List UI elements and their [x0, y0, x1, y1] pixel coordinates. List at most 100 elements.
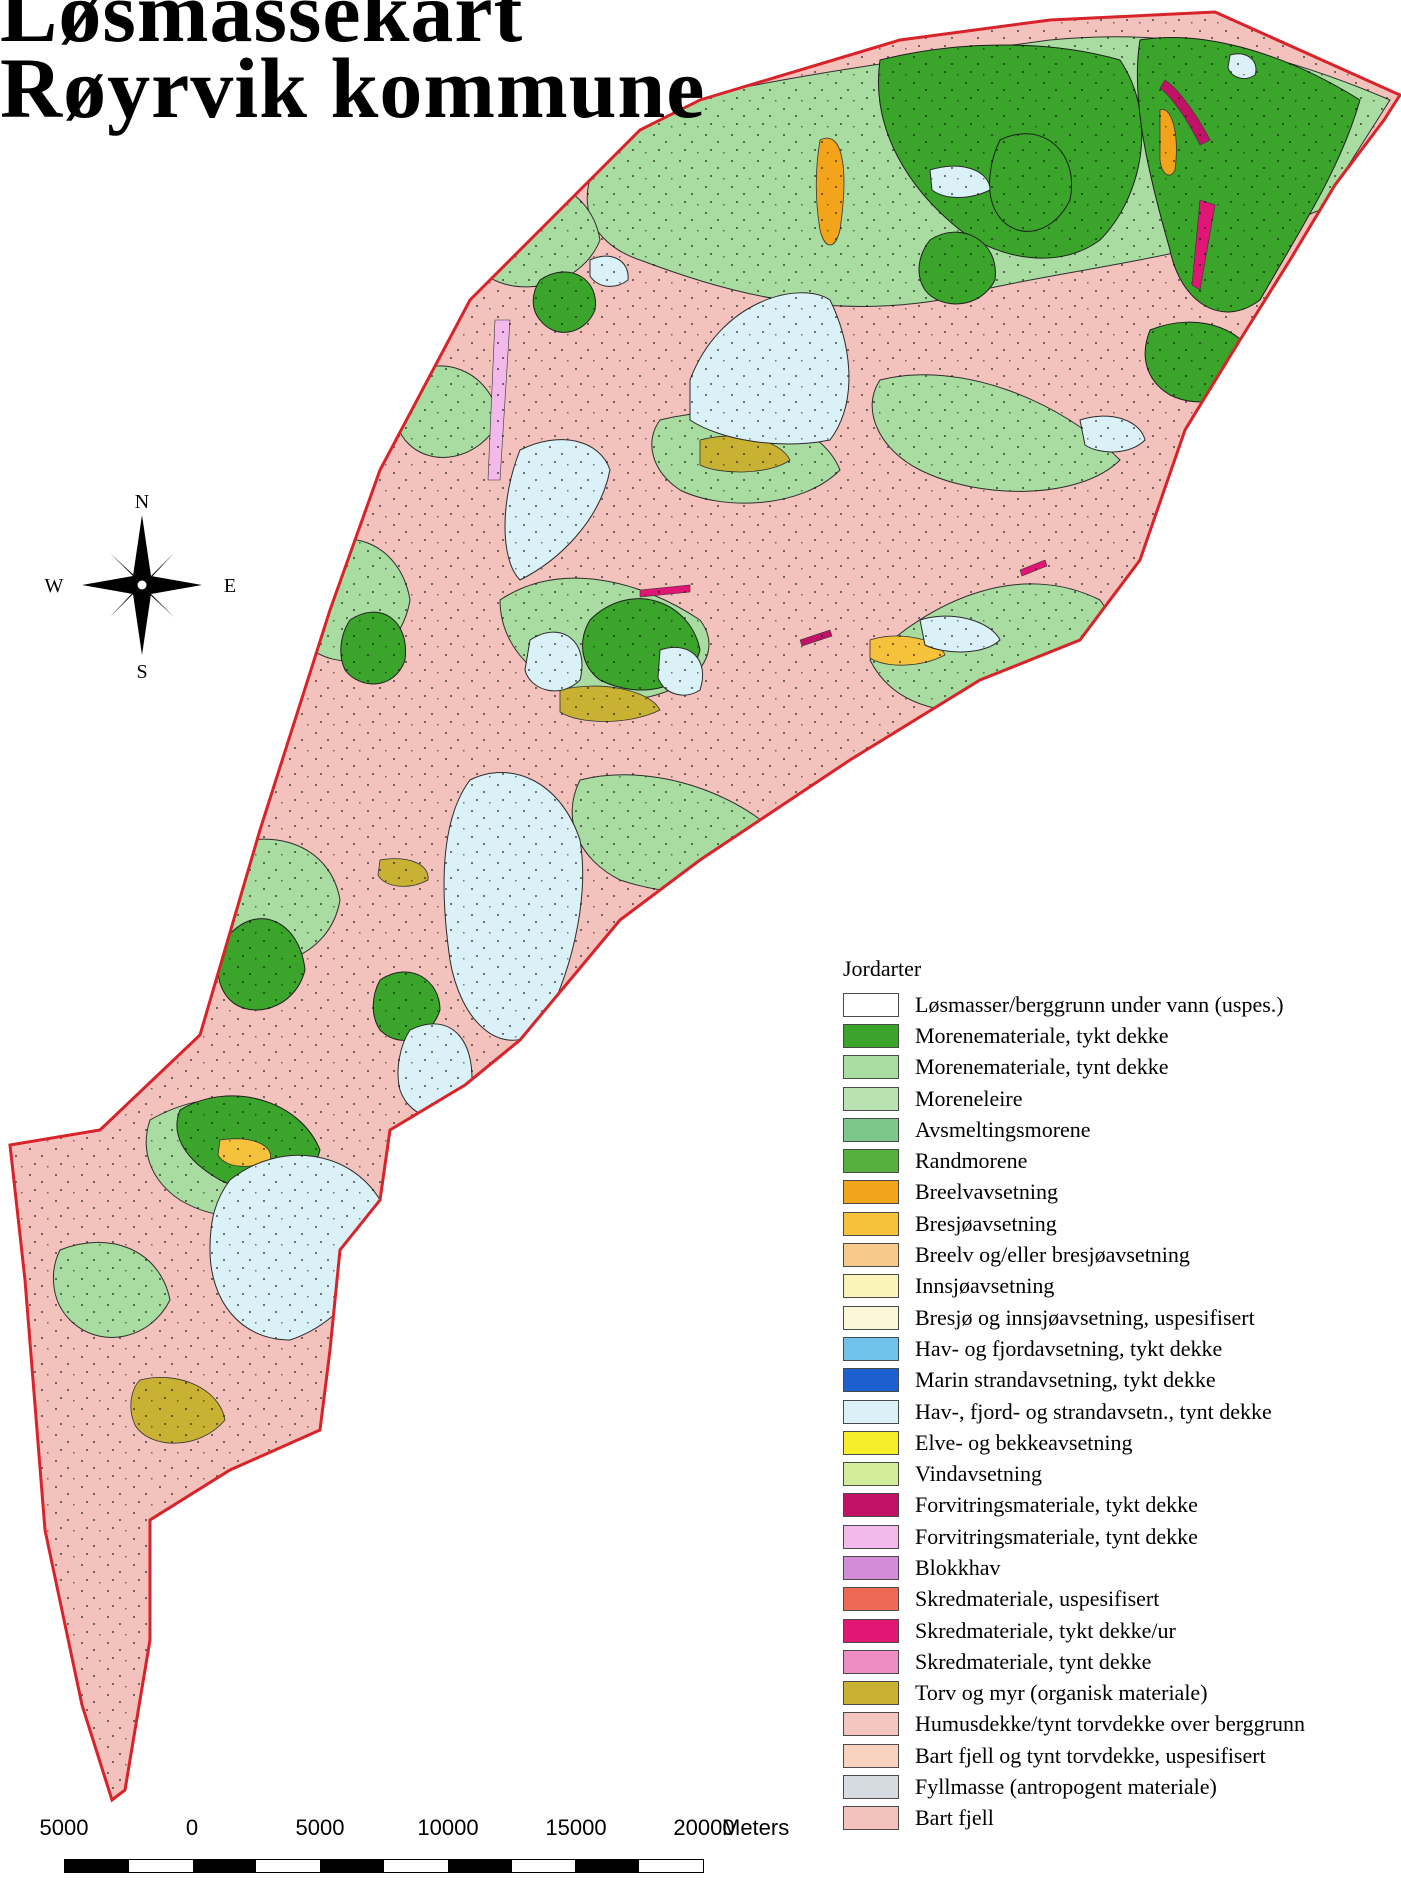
scale-tick-label: 0 — [185, 1815, 199, 1840]
legend-item: Elve- og bekkeavsetning — [843, 1427, 1398, 1458]
legend-label: Hav- og fjordavsetning, tykt dekke — [915, 1335, 1223, 1361]
scale-segment — [383, 1860, 448, 1872]
scale-tick-label: 5000 — [295, 1815, 345, 1840]
legend-swatch — [843, 1555, 899, 1580]
legend-swatch — [843, 1336, 899, 1361]
scale-tick-label: 5000 — [39, 1815, 89, 1840]
legend-swatch — [843, 1743, 899, 1768]
legend-label: Vindavsetning — [915, 1461, 1042, 1487]
legend-swatch — [843, 1086, 899, 1111]
legend-label: Innsjøavsetning — [915, 1273, 1055, 1299]
legend-label: Breelv og/eller bresjøavsetning — [915, 1242, 1190, 1268]
legend-item: Randmorene — [843, 1145, 1398, 1176]
legend-label: Skredmateriale, uspesifisert — [915, 1586, 1160, 1612]
legend-item: Bart fjell — [843, 1803, 1398, 1834]
legend-label: Marin strandavsetning, tykt dekke — [915, 1367, 1216, 1393]
legend-label: Morenemateriale, tykt dekke — [915, 1022, 1169, 1048]
legend-swatch — [843, 1055, 899, 1080]
legend-item: Løsmasser/berggrunn under vann (uspes.) — [843, 989, 1398, 1020]
legend-item: Innsjøavsetning — [843, 1271, 1398, 1302]
compass-rose: N S W E — [45, 491, 237, 680]
legend-swatch — [843, 1775, 899, 1800]
legend: Jordarter Løsmasser/berggrunn under vann… — [843, 955, 1398, 1834]
legend-label: Morenemateriale, tynt dekke — [915, 1054, 1169, 1080]
legend-label: Fyllmasse (antropogent materiale) — [915, 1774, 1217, 1800]
legend-list: Løsmasser/berggrunn under vann (uspes.) M… — [843, 989, 1398, 1834]
scale-tick-label: 20000 — [673, 1815, 735, 1840]
legend-item: Avsmeltingsmorene — [843, 1114, 1398, 1145]
legend-item: Forvitringsmateriale, tynt dekke — [843, 1521, 1398, 1552]
legend-label: Forvitringsmateriale, tynt dekke — [915, 1523, 1198, 1549]
legend-label: Skredmateriale, tykt dekke/ur — [915, 1617, 1176, 1643]
legend-item: Skredmateriale, uspesifisert — [843, 1584, 1398, 1615]
legend-label: Avsmeltingsmorene — [915, 1116, 1091, 1142]
scale-segment — [128, 1860, 193, 1872]
legend-item: Vindavsetning — [843, 1458, 1398, 1489]
legend-item: Marin strandavsetning, tykt dekke — [843, 1365, 1398, 1396]
legend-item: Breelv og/eller bresjøavsetning — [843, 1239, 1398, 1270]
legend-label: Bresjø og innsjøavsetning, uspesifisert — [915, 1304, 1255, 1330]
compass-w: W — [45, 575, 64, 597]
legend-item: Morenemateriale, tykt dekke — [843, 1020, 1398, 1051]
legend-swatch — [843, 1117, 899, 1142]
scale-segment — [511, 1860, 576, 1872]
legend-item: Moreneleire — [843, 1083, 1398, 1114]
legend-label: Bart fjell — [915, 1805, 994, 1831]
legend-label: Humusdekke/tynt torvdekke over berggrunn — [915, 1711, 1306, 1737]
legend-label: Randmorene — [915, 1148, 1028, 1174]
compass-n: N — [135, 491, 149, 513]
legend-label: Løsmasser/berggrunn under vann (uspes.) — [915, 991, 1284, 1017]
legend-label: Elve- og bekkeavsetning — [915, 1429, 1133, 1455]
scale-segment — [575, 1860, 640, 1872]
legend-item: Fyllmasse (antropogent materiale) — [843, 1771, 1398, 1802]
legend-swatch — [843, 992, 899, 1017]
legend-label: Skredmateriale, tynt dekke — [915, 1648, 1152, 1674]
legend-swatch — [843, 1211, 899, 1236]
scale-segment — [192, 1860, 257, 1872]
legend-label: Forvitringsmateriale, tykt dekke — [915, 1492, 1198, 1518]
legend-swatch — [843, 1430, 899, 1455]
legend-swatch — [843, 1023, 899, 1048]
legend-item: Bart fjell og tynt torvdekke, uspesifise… — [843, 1740, 1398, 1771]
legend-item: Skredmateriale, tykt dekke/ur — [843, 1615, 1398, 1646]
legend-item: Hav- og fjordavsetning, tykt dekke — [843, 1333, 1398, 1364]
compass-s: S — [136, 661, 147, 680]
map-title-line2: Røyrvik kommune — [0, 40, 706, 136]
legend-swatch — [843, 1368, 899, 1393]
legend-item: Bresjø og innsjøavsetning, uspesifisert — [843, 1302, 1398, 1333]
legend-label: Blokkhav — [915, 1554, 1001, 1580]
legend-swatch — [843, 1274, 899, 1299]
legend-swatch — [843, 1462, 899, 1487]
legend-label: Torv og myr (organisk materiale) — [915, 1680, 1208, 1706]
scale-tick-label: 10000 — [417, 1815, 479, 1840]
legend-label: Breelvavsetning — [915, 1179, 1058, 1205]
scale-segment — [65, 1860, 129, 1872]
legend-item: Skredmateriale, tynt dekke — [843, 1646, 1398, 1677]
legend-item: Breelvavsetning — [843, 1177, 1398, 1208]
legend-swatch — [843, 1618, 899, 1643]
legend-swatch — [843, 1681, 899, 1706]
legend-item: Blokkhav — [843, 1552, 1398, 1583]
scale-unit: Meters — [722, 1815, 790, 1840]
legend-swatch — [843, 1649, 899, 1674]
scale-segment — [639, 1860, 703, 1872]
map-title-line1: Løsmassekart — [0, 0, 524, 60]
legend-swatch — [843, 1180, 899, 1205]
legend-item: Torv og myr (organisk materiale) — [843, 1678, 1398, 1709]
legend-item: Hav-, fjord- og strandavsetn., tynt dekk… — [843, 1396, 1398, 1427]
legend-item: Morenemateriale, tynt dekke — [843, 1052, 1398, 1083]
legend-swatch — [843, 1806, 899, 1831]
municipality-border — [8, 10, 1401, 1803]
legend-swatch — [843, 1493, 899, 1518]
scale-segment — [256, 1860, 321, 1872]
scale-track — [64, 1859, 704, 1873]
compass-e: E — [224, 575, 236, 597]
legend-swatch — [843, 1243, 899, 1268]
legend-item: Bresjøavsetning — [843, 1208, 1398, 1239]
legend-item: Forvitringsmateriale, tykt dekke — [843, 1490, 1398, 1521]
legend-swatch — [843, 1712, 899, 1737]
legend-label: Bart fjell og tynt torvdekke, uspesifise… — [915, 1742, 1266, 1768]
legend-label: Moreneleire — [915, 1085, 1023, 1111]
